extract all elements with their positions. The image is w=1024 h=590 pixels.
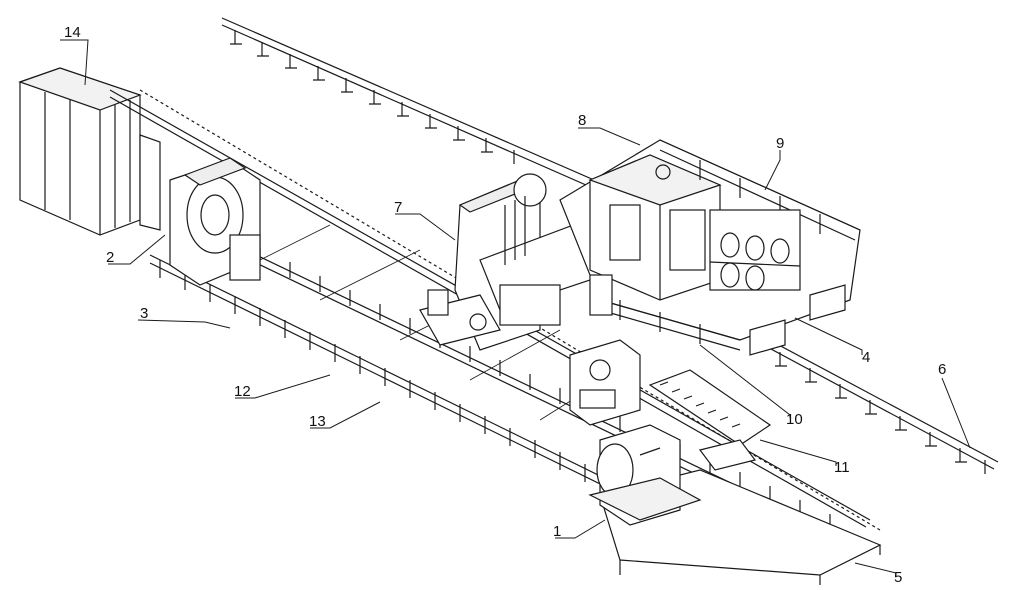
label-6: 6 xyxy=(938,361,946,378)
label-3: 3 xyxy=(140,305,148,322)
label-9: 9 xyxy=(776,135,784,152)
headstock xyxy=(169,157,261,286)
label-2: 2 xyxy=(106,249,114,266)
operator-platform xyxy=(559,139,861,356)
rear-rail xyxy=(221,17,641,208)
label-13: 13 xyxy=(309,413,326,430)
leader-lines xyxy=(60,39,971,577)
right-rail xyxy=(757,334,999,474)
label-4: 4 xyxy=(862,349,870,366)
label-12: 12 xyxy=(234,383,251,400)
label-8: 8 xyxy=(578,112,586,129)
rail-components xyxy=(229,234,613,316)
cable-chain xyxy=(648,369,772,471)
label-1: 1 xyxy=(553,523,561,540)
electrical-cabinet xyxy=(18,67,161,236)
label-14: 14 xyxy=(64,24,81,41)
label-10: 10 xyxy=(786,411,803,428)
label-11: 11 xyxy=(834,459,850,476)
callout-labels: 14 2 3 7 8 9 12 13 4 10 11 6 5 1 xyxy=(64,24,946,586)
tailstock xyxy=(588,424,702,526)
carriage xyxy=(569,339,641,426)
label-5: 5 xyxy=(894,569,902,586)
label-7: 7 xyxy=(394,199,402,216)
